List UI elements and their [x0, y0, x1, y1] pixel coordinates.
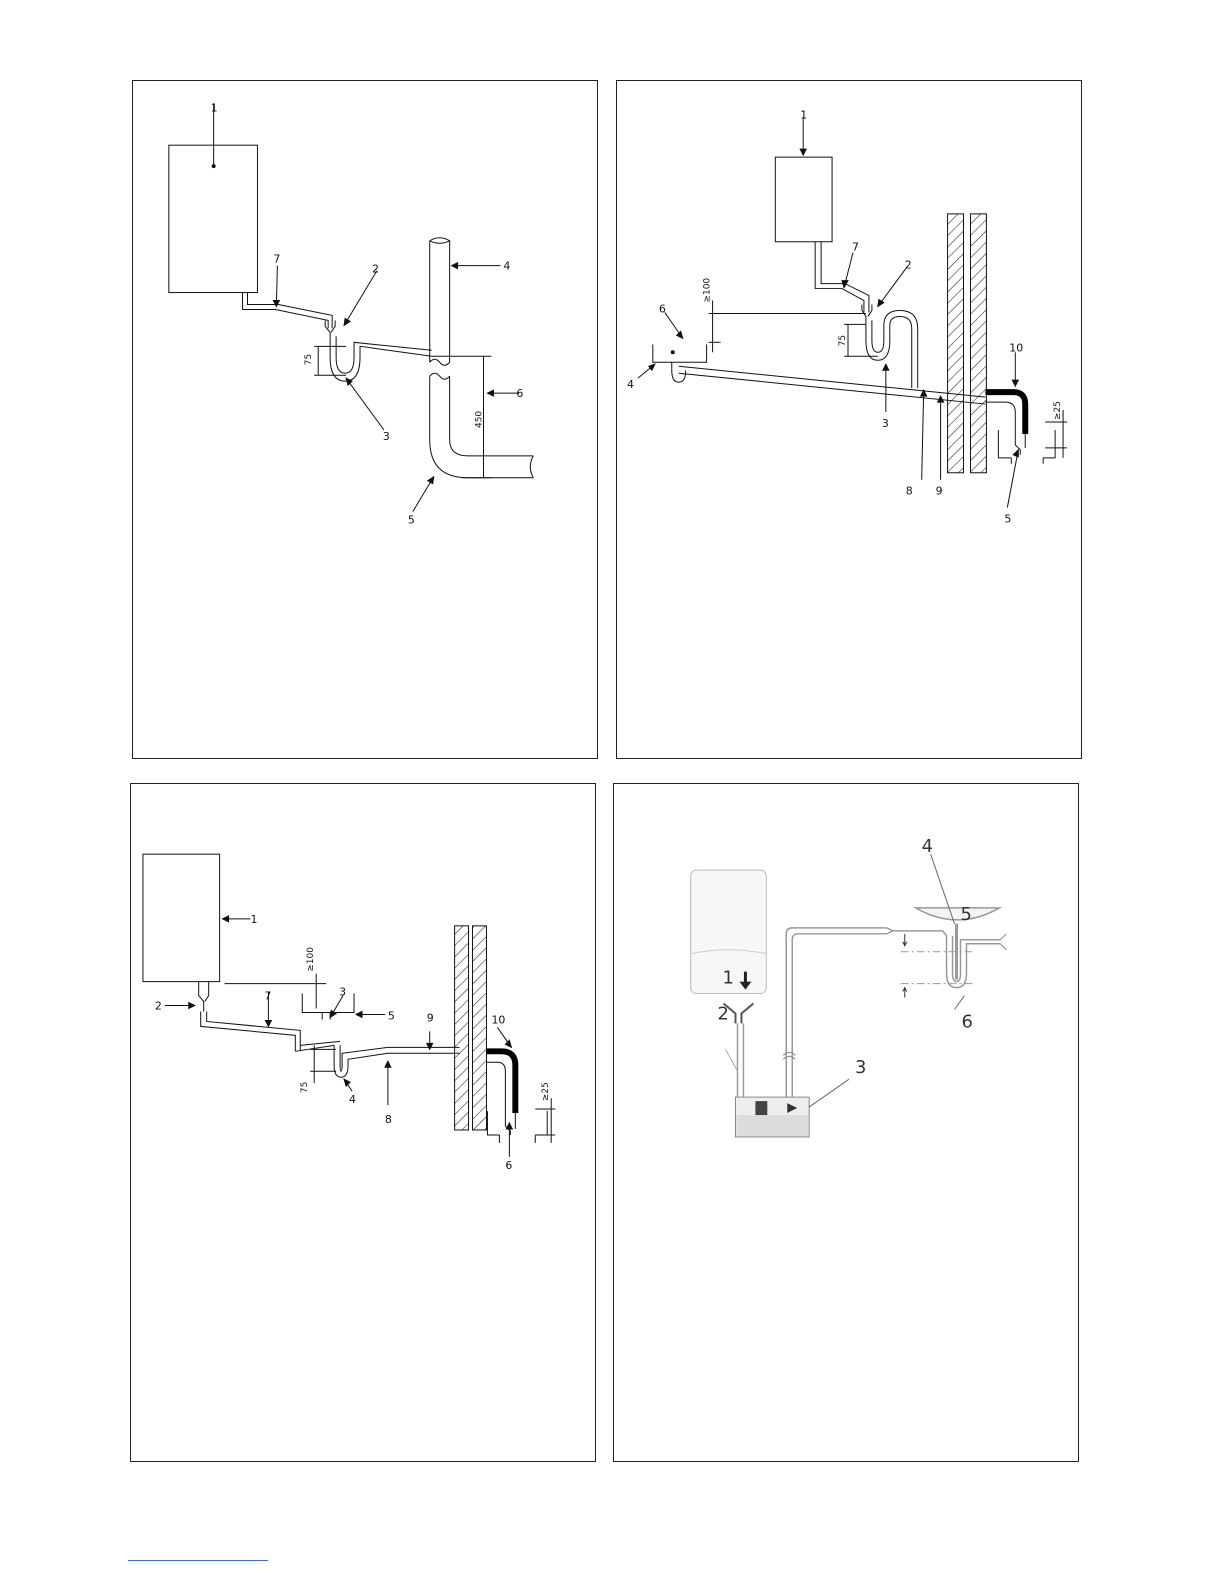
label-3: 3 [383, 430, 390, 443]
label-7: 7 [264, 990, 271, 1003]
dim-ge100: ≥100 [306, 947, 316, 972]
label-10: 10 [1009, 341, 1023, 354]
label-1: 1 [723, 968, 734, 989]
dim-ge100: ≥100 [703, 278, 713, 303]
label-4: 4 [922, 836, 933, 857]
dim-ge25: ≥25 [1053, 401, 1063, 420]
label-1: 1 [250, 913, 257, 926]
label-5: 5 [408, 514, 415, 527]
label-9: 9 [936, 485, 943, 498]
label-9: 9 [427, 1011, 434, 1024]
panel-4-drawing: 1 2 3 4 5 6 [614, 784, 1078, 1461]
label-4: 4 [627, 378, 634, 391]
label-3: 3 [882, 417, 889, 430]
label-6: 6 [962, 1011, 973, 1032]
label-7: 7 [273, 253, 280, 266]
panel-1-drawing: 1 2 3 4 5 6 7 75 450 [133, 81, 597, 758]
label-2: 2 [155, 999, 162, 1012]
boiler-unit [775, 157, 832, 242]
dim-450: 450 [474, 411, 484, 428]
label-2: 2 [718, 1003, 729, 1024]
label-3: 3 [855, 1057, 866, 1078]
boiler-unit [143, 854, 220, 981]
panel-2-drawing: 1 2 3 4 5 6 7 8 9 10 ≥100 75 ≥25 [617, 81, 1081, 758]
label-5: 5 [388, 1009, 395, 1022]
label-6: 6 [516, 387, 523, 400]
label-10: 10 [491, 1013, 505, 1026]
label-5: 5 [1004, 513, 1011, 526]
diagram-panel-2: 1 2 3 4 5 6 7 8 9 10 ≥100 75 ≥25 [616, 80, 1082, 759]
label-1: 1 [211, 101, 218, 114]
footer-link-underline [128, 1560, 268, 1561]
label-5: 5 [961, 904, 972, 925]
label-7: 7 [852, 241, 859, 254]
label-2: 2 [905, 259, 912, 272]
dim-75: 75 [300, 1082, 310, 1093]
diagram-panel-3: 1 2 3 4 5 6 7 8 9 10 ≥100 75 ≥25 [130, 783, 596, 1462]
label-4: 4 [349, 1093, 356, 1106]
label-8: 8 [385, 1113, 392, 1126]
label-8: 8 [906, 485, 913, 498]
diagram-panel-4: 1 2 3 4 5 6 [613, 783, 1079, 1462]
dim-75: 75 [304, 354, 314, 365]
dim-ge25: ≥25 [541, 1082, 551, 1101]
panel-3-drawing: 1 2 3 4 5 6 7 8 9 10 ≥100 75 ≥25 [131, 784, 595, 1461]
dim-75: 75 [838, 335, 848, 346]
label-1: 1 [800, 108, 807, 121]
diagram-panel-1: 1 2 3 4 5 6 7 75 450 [132, 80, 598, 759]
label-6: 6 [505, 1159, 512, 1172]
label-3: 3 [339, 986, 346, 999]
label-2: 2 [372, 263, 379, 276]
label-6: 6 [659, 302, 666, 315]
label-4: 4 [503, 260, 510, 273]
